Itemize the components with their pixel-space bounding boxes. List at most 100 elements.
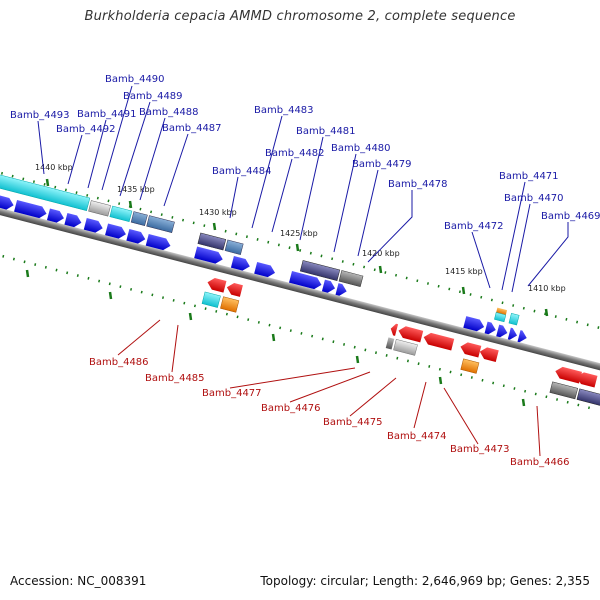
forward-cds-arrow[interactable] <box>46 208 65 224</box>
gene-label[interactable]: Bamb_4478 <box>388 179 448 190</box>
callout-line <box>229 176 239 219</box>
major-tick <box>521 398 526 407</box>
forward-cds-arrow[interactable] <box>321 279 337 295</box>
steelblue-gene-feature[interactable] <box>130 211 148 227</box>
gene-label[interactable]: Bamb_4471 <box>499 171 559 182</box>
gene-label[interactable]: Bamb_4481 <box>296 126 356 137</box>
major-tick <box>544 308 549 317</box>
steelblue-gene-feature[interactable] <box>146 215 175 234</box>
forward-cds-arrow[interactable] <box>230 256 251 272</box>
gene-label[interactable]: Bamb_4483 <box>254 105 314 116</box>
major-tick <box>271 333 276 342</box>
gene-label[interactable]: Bamb_4473 <box>450 444 510 455</box>
major-tick <box>212 222 217 231</box>
forward-cds-arrow[interactable] <box>484 321 498 336</box>
forward-cds-arrow[interactable] <box>14 199 48 220</box>
accession-text: Accession: NC_008391 <box>10 574 147 588</box>
forward-cds-arrow[interactable] <box>145 234 172 252</box>
forward-cds-arrow[interactable] <box>64 212 82 229</box>
gray-gene-feature[interactable] <box>338 270 364 287</box>
reverse-cds-arrow[interactable] <box>206 276 227 293</box>
gene-label[interactable]: Bamb_4477 <box>202 388 262 399</box>
reverse-cds-arrow[interactable] <box>397 325 424 343</box>
gene-label[interactable]: Bamb_4470 <box>504 193 564 204</box>
major-tick <box>378 265 383 274</box>
callout-line <box>527 222 569 287</box>
forward-cds-arrow[interactable] <box>126 228 146 245</box>
gray-gene-feature[interactable] <box>88 200 111 217</box>
cyan-gene-feature[interactable] <box>508 313 520 326</box>
orange-gene-feature[interactable] <box>460 358 480 374</box>
gene-label[interactable]: Bamb_4487 <box>162 123 222 134</box>
gene-label[interactable]: Bamb_4484 <box>212 166 272 177</box>
cyan-gene-feature[interactable] <box>494 312 507 323</box>
cyan-gene-feature[interactable] <box>109 205 133 223</box>
forward-cds-arrow[interactable] <box>517 330 528 344</box>
reverse-cds-arrow[interactable] <box>554 365 583 384</box>
gray-gene-feature[interactable] <box>385 337 395 350</box>
gene-label[interactable]: Bamb_4486 <box>89 357 149 368</box>
sequence-track <box>0 166 600 412</box>
forward-cds-arrow[interactable] <box>335 283 348 297</box>
gene-label[interactable]: Bamb_4479 <box>352 159 412 170</box>
gene-label[interactable]: Bamb_4475 <box>323 417 383 428</box>
callout-line <box>171 324 179 373</box>
forward-cds-arrow[interactable] <box>463 316 485 333</box>
gene-label[interactable]: Bamb_4480 <box>331 143 391 154</box>
forward-cds-arrow[interactable] <box>507 327 519 342</box>
callout-line <box>511 203 531 293</box>
gene-label[interactable]: Bamb_4466 <box>510 457 570 468</box>
scale-label: 1420 kbp <box>362 249 400 258</box>
callout-line <box>443 387 479 445</box>
major-tick <box>188 312 193 321</box>
reverse-strand-features <box>201 276 600 408</box>
forward-callout-lines <box>37 85 569 293</box>
gene-label[interactable]: Bamb_4490 <box>105 74 165 85</box>
cyan-gene-feature[interactable] <box>201 291 221 308</box>
callout-line <box>139 117 166 201</box>
forward-cds-arrow[interactable] <box>254 262 276 279</box>
gene-label[interactable]: Bamb_4472 <box>444 221 504 232</box>
gene-label[interactable]: Bamb_4488 <box>139 107 199 118</box>
gene-label[interactable]: Bamb_4474 <box>387 431 447 442</box>
orange-gene-feature[interactable] <box>220 296 240 313</box>
reverse-cds-arrow[interactable] <box>459 341 482 358</box>
gene-label[interactable]: Bamb_4491 <box>77 109 137 120</box>
gene-label[interactable]: Bamb_4485 <box>145 373 205 384</box>
callout-line <box>501 181 526 291</box>
gene-label[interactable]: Bamb_4493 <box>10 110 70 121</box>
gray-gene-feature[interactable] <box>549 381 579 400</box>
reverse-cds-arrow[interactable] <box>422 331 455 351</box>
major-tick <box>355 355 360 364</box>
gene-label[interactable]: Bamb_4482 <box>265 148 325 159</box>
slate-gene-feature[interactable] <box>197 232 227 251</box>
major-tick <box>45 178 50 187</box>
forward-cds-arrow[interactable] <box>289 271 323 291</box>
forward-cds-arrow[interactable] <box>496 324 509 339</box>
reverse-callout-lines <box>117 319 541 457</box>
forward-strand-features <box>0 170 528 344</box>
forward-cds-arrow[interactable] <box>105 223 127 240</box>
forward-cds-arrow[interactable] <box>0 189 15 211</box>
callout-line <box>37 120 45 175</box>
cyan-gene-feature[interactable] <box>0 170 91 212</box>
gene-label[interactable]: Bamb_4492 <box>56 124 116 135</box>
slate-gene-feature[interactable] <box>299 260 341 281</box>
slate-gene-feature[interactable] <box>576 388 600 408</box>
reverse-cds-arrow[interactable] <box>478 346 499 362</box>
steelblue-gene-feature[interactable] <box>224 239 244 255</box>
major-tick <box>108 291 113 300</box>
gene-label[interactable]: Bamb_4469 <box>541 211 600 222</box>
reverse-cds-arrow[interactable] <box>389 323 399 336</box>
forward-cds-arrow[interactable] <box>194 246 224 266</box>
scale-label: 1415 kbp <box>445 267 483 276</box>
gene-label[interactable]: Bamb_4489 <box>123 91 183 102</box>
reverse-cds-arrow[interactable] <box>225 281 243 297</box>
scale-label: 1410 kbp <box>528 284 566 293</box>
gray-gene-feature[interactable] <box>393 339 418 356</box>
forward-cds-arrow[interactable] <box>83 217 104 234</box>
gene-label[interactable]: Bamb_4476 <box>261 403 321 414</box>
reverse-cds-arrow[interactable] <box>575 371 598 388</box>
callout-line <box>357 169 379 257</box>
